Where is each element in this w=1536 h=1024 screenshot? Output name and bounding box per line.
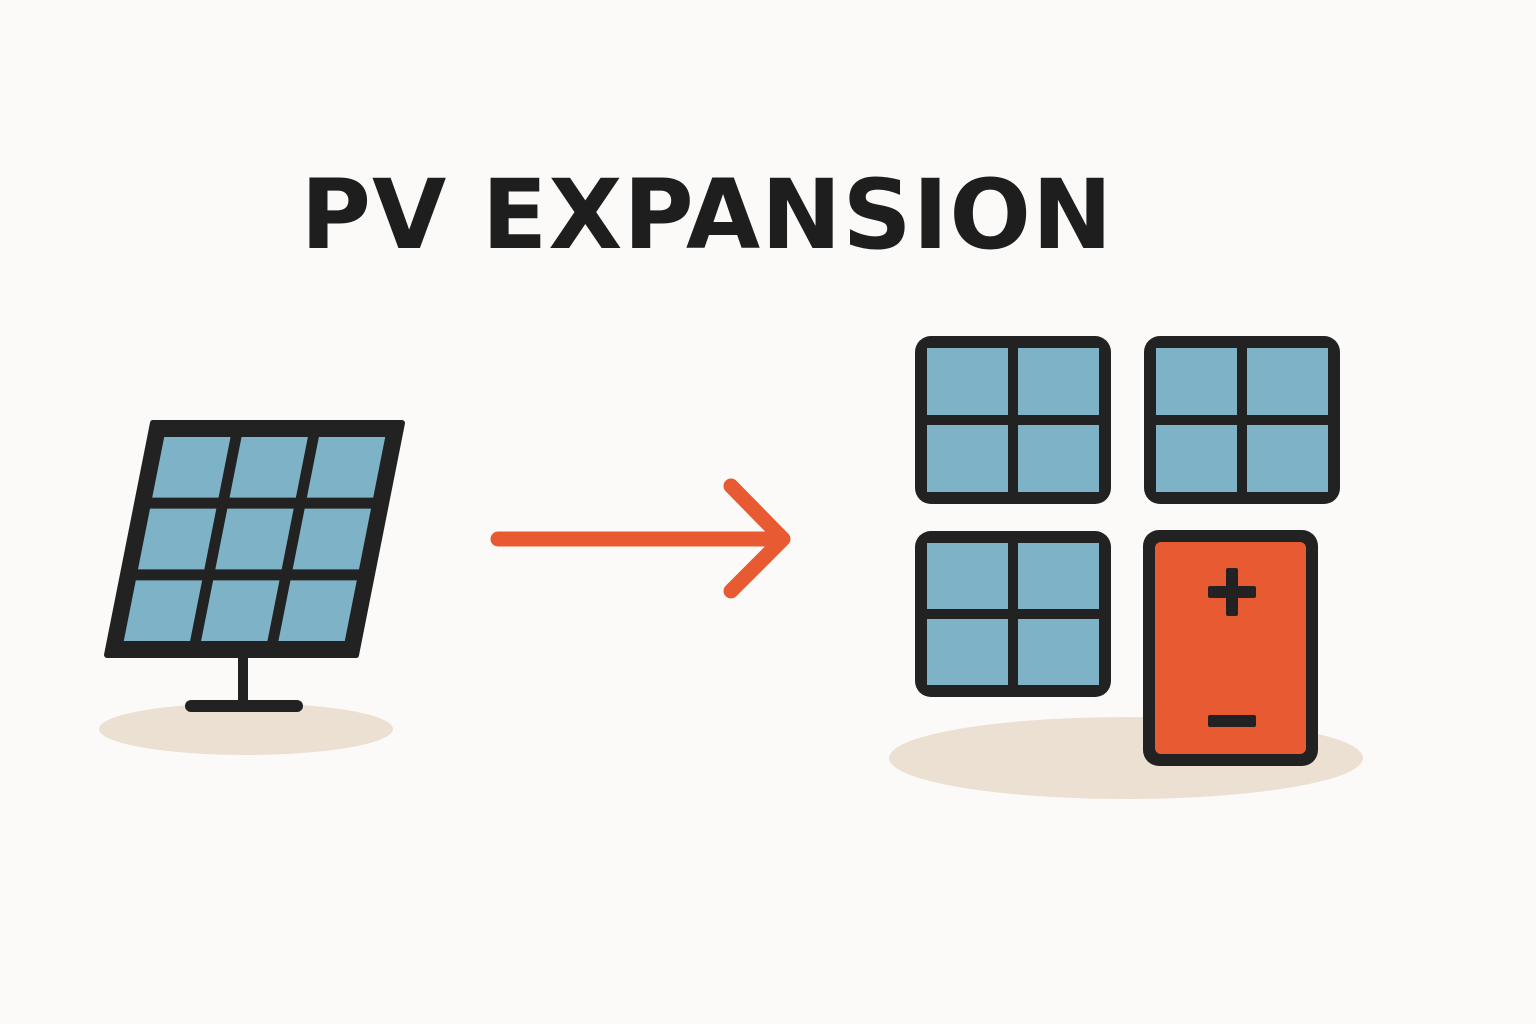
module-cell xyxy=(1018,348,1099,415)
solar-module-icon-top-right xyxy=(1144,336,1340,504)
page-title: PV EXPANSION xyxy=(300,159,1114,271)
panel-cell xyxy=(278,580,357,641)
solar-module-icon-top-left xyxy=(915,336,1111,504)
panel-cell xyxy=(215,508,294,570)
minus-icon xyxy=(1208,715,1256,727)
plus-icon xyxy=(1208,568,1256,616)
panel-cell xyxy=(152,437,231,498)
panel-cell xyxy=(292,508,372,570)
panel-cell xyxy=(306,437,386,498)
module-cell xyxy=(1156,348,1237,415)
single-solar-panel-icon xyxy=(104,420,405,712)
module-cell xyxy=(927,425,1008,492)
panel-cell xyxy=(229,437,308,498)
module-cell xyxy=(1018,425,1099,492)
solar-module-icon-bottom-left xyxy=(915,531,1111,697)
module-cell xyxy=(927,348,1008,415)
panel-cell xyxy=(137,508,217,570)
module-cell xyxy=(1018,619,1099,685)
battery-icon xyxy=(1143,530,1318,766)
module-cell xyxy=(1156,425,1237,492)
battery-face xyxy=(1155,542,1306,754)
module-cell xyxy=(927,619,1008,685)
arrow-right-icon xyxy=(490,478,791,599)
panel-cell xyxy=(201,580,280,641)
module-cell xyxy=(927,543,1008,609)
module-cell xyxy=(1247,348,1328,415)
panel-cell xyxy=(123,580,203,641)
single-panel-shadow xyxy=(99,703,393,755)
module-cell xyxy=(1018,543,1099,609)
module-cell xyxy=(1247,425,1328,492)
